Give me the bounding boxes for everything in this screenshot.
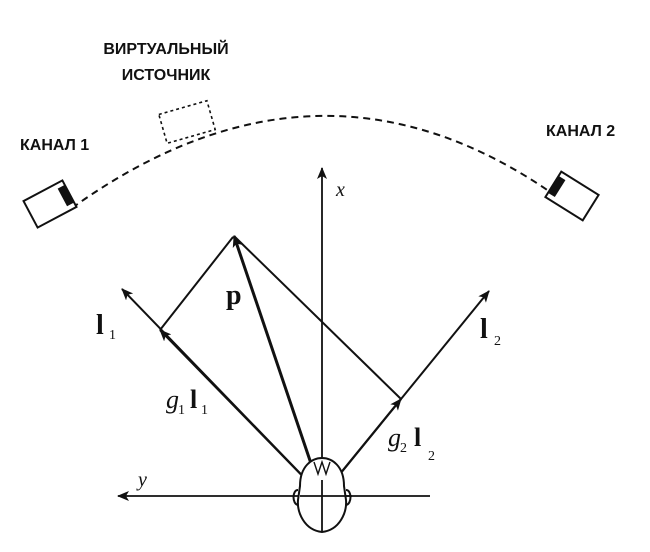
gain-g1-vector-label: l <box>190 385 197 414</box>
parallelogram-side-2 <box>233 235 402 400</box>
vector-g1l1-line <box>159 329 323 497</box>
channel-2-label: КАНАЛ 2 <box>546 123 615 140</box>
gain-g2-vector-label: l <box>414 423 421 452</box>
gain-g2-subscript: 2 <box>400 441 407 456</box>
gain-g2-label: g <box>388 423 401 452</box>
gain-g1-label: g <box>166 385 179 414</box>
virtual-source-icon <box>157 99 217 145</box>
virtual-source-label-line1: ВИРТУАЛЬНЫЙ <box>103 39 228 58</box>
vector-p-label: p <box>226 280 242 311</box>
gain-g1-vector-subscript: 1 <box>201 403 208 418</box>
vector-l2-label: l <box>480 314 488 345</box>
axis-y-label: y <box>136 469 147 491</box>
virtual-source-label-line2: ИСТОЧНИК <box>122 67 211 84</box>
channel-1-label: КАНАЛ 1 <box>20 137 89 154</box>
speaker-arc <box>71 115 557 209</box>
vector-l2-subscript: 2 <box>494 334 501 349</box>
speaker-channel-1-icon <box>22 179 78 229</box>
vector-l1-label: l <box>96 310 104 341</box>
speaker-channel-2-icon <box>544 170 600 222</box>
gain-g2-vector-subscript: 2 <box>428 449 435 464</box>
vector-p-line <box>232 235 324 497</box>
parallelogram-side-1 <box>159 236 234 331</box>
axis-x-label: x <box>335 179 345 201</box>
gain-g1-subscript: 1 <box>178 403 185 418</box>
vector-l1-subscript: 1 <box>109 328 116 343</box>
